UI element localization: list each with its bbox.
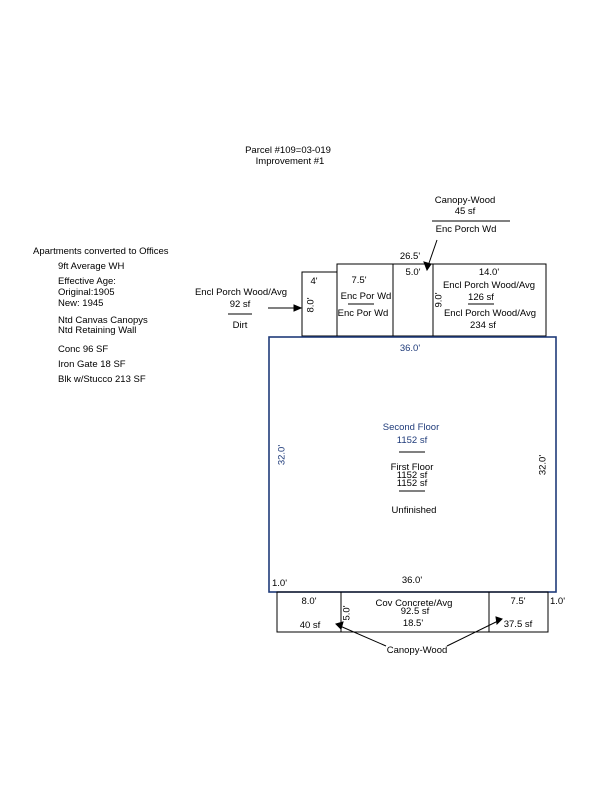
dim-main-bottom: 36.0' (401, 575, 423, 586)
dim-offset-right: 1.0' (550, 596, 566, 607)
cov-concrete-label: Cov Concrete/Avg (375, 598, 453, 609)
left-porch-area: 92 sf (229, 299, 251, 310)
dim-offset-left: 1.0' (272, 578, 288, 589)
second-floor-label: Second Floor (382, 422, 440, 433)
dim-right-porch-height: 9.0' (433, 292, 445, 308)
bottom-left-area: 40 sf (299, 620, 321, 631)
note-canvas-canopys: Ntd Canvas Canopys (58, 315, 148, 326)
dim-canopy-width: 5.0' (405, 267, 421, 278)
left-porch-sub: Dirt (232, 320, 248, 331)
note-effective-age: Effective Age: (58, 276, 116, 287)
canopy-bottom-label: Canopy-Wood (386, 645, 448, 656)
enc-por-top-label: Enc Por Wd (340, 291, 392, 302)
dim-main-top: 36.0' (399, 343, 421, 354)
first-floor-label: First Floor (390, 462, 434, 473)
dim-main-right: 32.0' (537, 454, 549, 476)
enc-por-bottom-label: Enc Por Wd (337, 308, 389, 319)
note-new: New: 1945 (58, 298, 104, 309)
left-porch-title: Encl Porch Wood/Avg (194, 287, 288, 298)
improvement-number: Improvement #1 (255, 156, 325, 167)
dim-bottom-left-width: 8.0' (301, 596, 317, 607)
note-conc: Conc 96 SF (58, 344, 109, 355)
note-retaining-wall: Ntd Retaining Wall (58, 325, 137, 336)
unfinished-area: 1152 sf (396, 478, 428, 489)
right-porch-1-label: Encl Porch Wood/Avg (442, 280, 536, 291)
right-porch-box (432, 263, 547, 337)
note-wall-height: 9ft Average WH (58, 261, 125, 272)
left-porch-arrow (268, 304, 303, 312)
unfinished-label: Unfinished (391, 505, 437, 516)
first-floor-area: 1152 sf (396, 470, 428, 481)
notes-title: Apartments converted to Offices (33, 246, 169, 257)
dim-left-porch-width: 4' (310, 276, 318, 287)
dim-enc-por-width: 7.5' (351, 275, 367, 286)
dim-left-porch-height: 8.0' (305, 297, 317, 313)
bottom-right-box (488, 591, 549, 633)
dim-cov-height: 5.0' (341, 605, 353, 621)
canopy-top-title: Canopy-Wood (434, 195, 496, 206)
canopy-top-area: 45 sf (454, 206, 476, 217)
right-porch-1-area: 126 sf (468, 292, 494, 303)
canopy-bottom-arrow-left (335, 621, 387, 647)
dim-bottom-right-width: 7.5' (510, 596, 526, 607)
parcel-number: Parcel #109=03-019 (245, 145, 331, 156)
dim-main-left: 32.0' (276, 444, 288, 466)
canopy-top-arrow (423, 239, 438, 272)
note-original: Original:1905 (58, 287, 115, 298)
bottom-right-area: 37.5 sf (503, 619, 533, 630)
canopy-bottom-arrow-right (446, 616, 503, 647)
right-porch-2-area: 234 sf (470, 320, 496, 331)
canopy-top-sub: Enc Porch Wd (435, 224, 497, 235)
second-floor-area: 1152 sf (396, 435, 428, 446)
cov-concrete-area: 92.5 sf (400, 606, 430, 617)
note-blk-stucco: Blk w/Stucco 213 SF (58, 374, 146, 385)
dim-top-total: 26.5' (399, 251, 421, 262)
note-iron-gate: Iron Gate 18 SF (58, 359, 126, 370)
dim-right-porch-width: 14.0' (478, 267, 500, 278)
right-porch-2-label: Encl Porch Wood/Avg (443, 308, 537, 319)
dim-cov-width: 18.5' (402, 618, 424, 629)
